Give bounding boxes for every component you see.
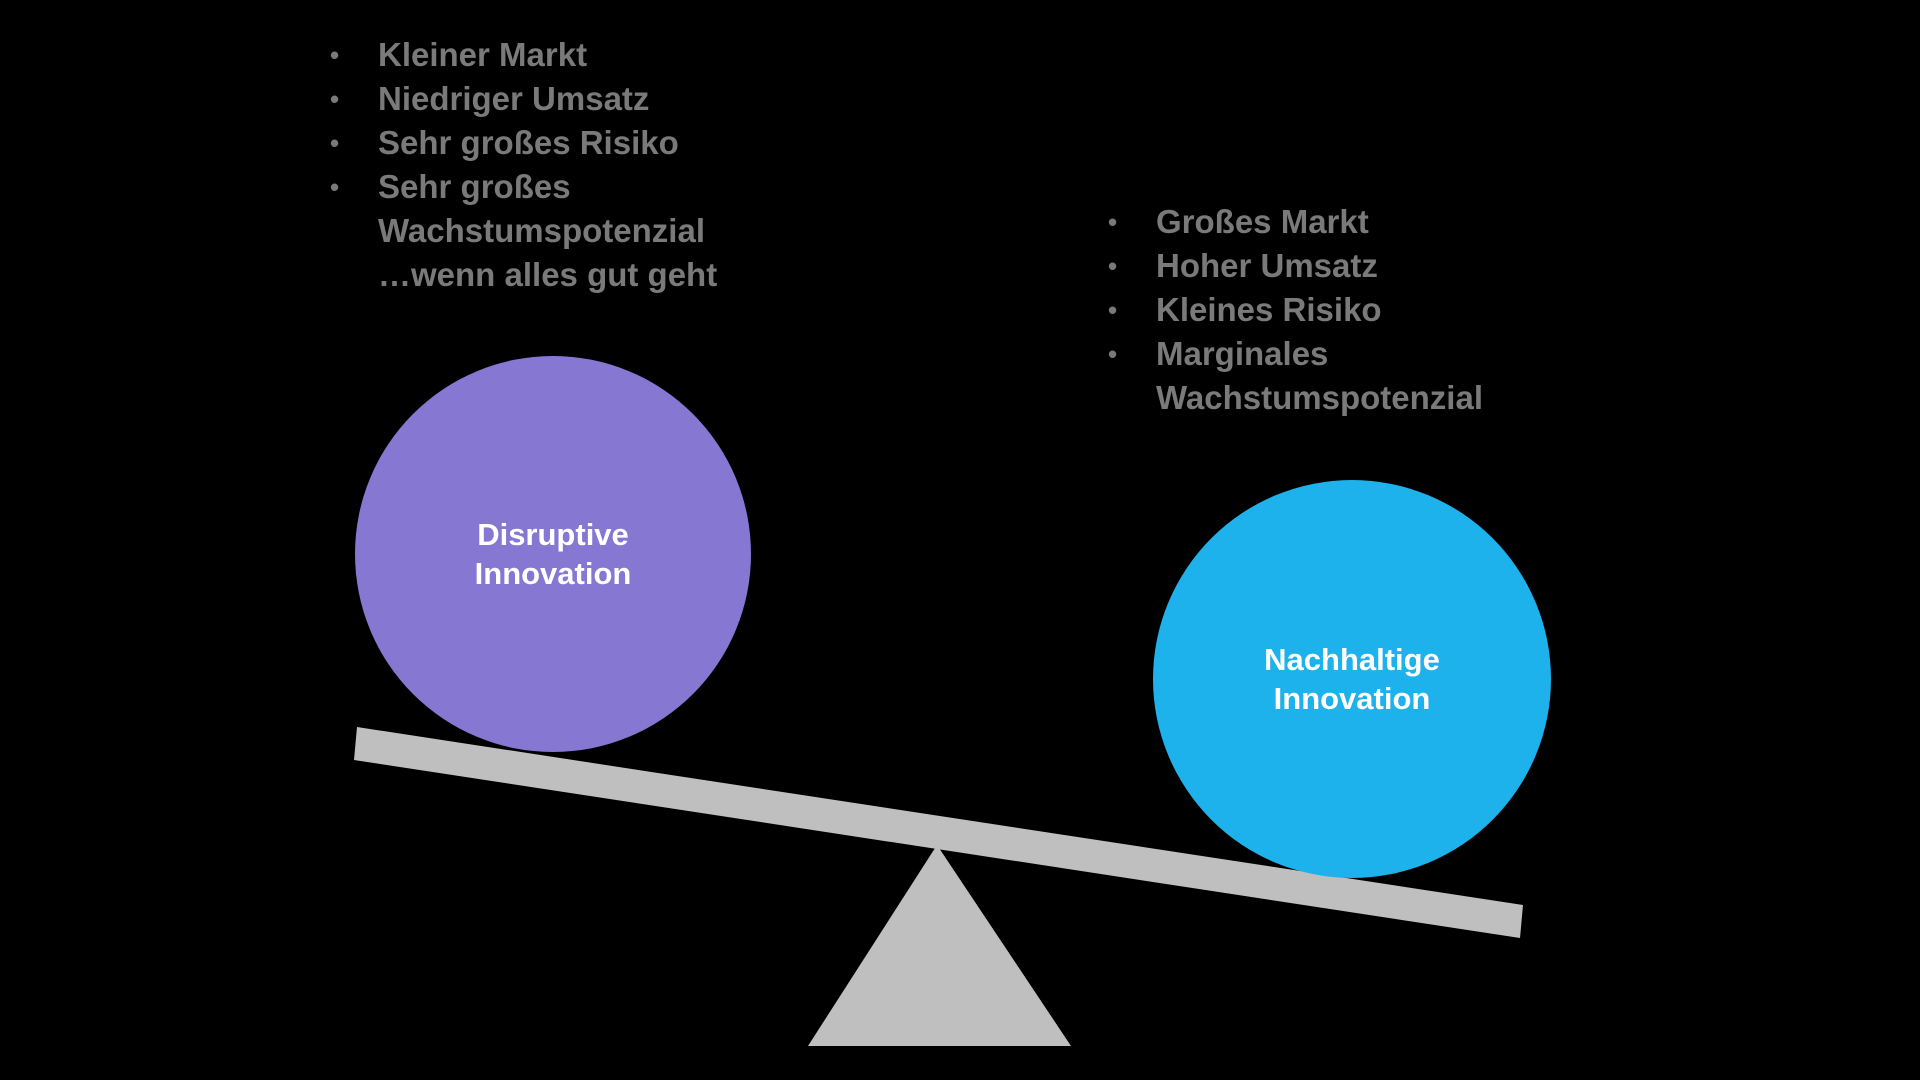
- list-item: • Niedriger Umsatz: [330, 77, 890, 121]
- bullet-label: Niedriger Umsatz: [378, 80, 650, 117]
- bullet-label: Großes Markt: [1156, 203, 1369, 240]
- list-item: • Kleiner Markt: [330, 33, 890, 77]
- bullet-icon: •: [330, 128, 340, 158]
- bullet-icon: •: [1108, 251, 1118, 281]
- list-item: • Marginales Wachstumspotenzial: [1108, 332, 1628, 420]
- nachhaltige-innovation-label: Nachhaltige Innovation: [1264, 642, 1440, 716]
- bullet-label: Kleiner Markt: [378, 36, 588, 73]
- right-bullet-list: • Großes Markt • Hoher Umsatz • Kleines …: [1108, 200, 1628, 420]
- bullet-icon: •: [330, 172, 340, 202]
- bullet-label: Hoher Umsatz: [1156, 247, 1378, 284]
- list-item: • Sehr großes Risiko: [330, 121, 890, 165]
- list-item: • Großes Markt: [1108, 200, 1628, 244]
- disruptive-innovation-label: Disruptive Innovation: [474, 517, 632, 591]
- bullet-icon: •: [330, 40, 340, 70]
- bullet-label: Marginales Wachstumspotenzial: [1156, 335, 1483, 416]
- bullet-icon: •: [1108, 207, 1118, 237]
- bullet-label: Kleines Risiko: [1156, 291, 1382, 328]
- left-bullet-list: • Kleiner Markt • Niedriger Umsatz • Seh…: [330, 33, 890, 297]
- seesaw-fulcrum-triangle: [808, 845, 1071, 1046]
- list-item: • Hoher Umsatz: [1108, 244, 1628, 288]
- bullet-label: Sehr großes Wachstumspotenzial …wenn all…: [378, 168, 718, 293]
- list-item: • Sehr großes Wachstumspotenzial …wenn a…: [330, 165, 890, 297]
- bullet-label: Sehr großes Risiko: [378, 124, 679, 161]
- bullet-icon: •: [330, 84, 340, 114]
- bullet-icon: •: [1108, 295, 1118, 325]
- bullet-icon: •: [1108, 339, 1118, 369]
- seesaw-plank: [354, 727, 1523, 938]
- list-item: • Kleines Risiko: [1108, 288, 1628, 332]
- disruptive-innovation-circle: Disruptive Innovation: [355, 356, 751, 752]
- nachhaltige-innovation-circle: Nachhaltige Innovation: [1153, 480, 1551, 878]
